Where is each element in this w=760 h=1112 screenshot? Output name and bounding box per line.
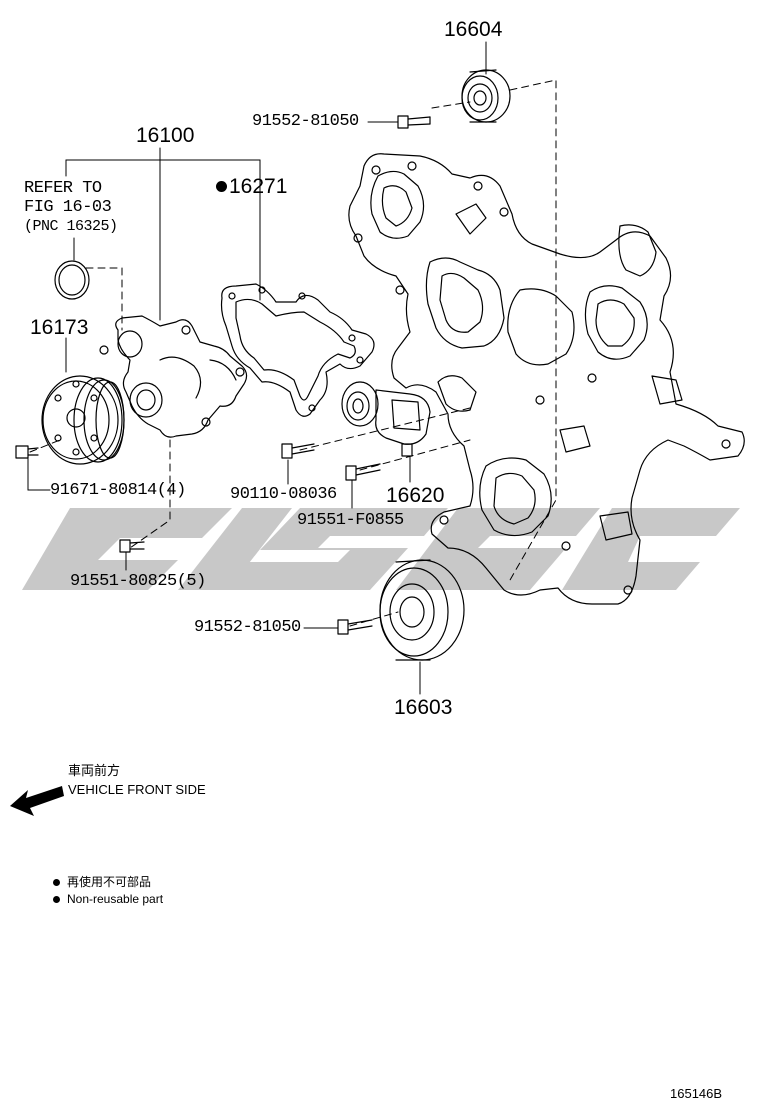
bolt-tensioner-short xyxy=(345,463,381,481)
part-label-16603: 16603 xyxy=(394,696,453,719)
arrow-left-icon xyxy=(10,786,64,816)
water-pump-gasket xyxy=(220,283,375,417)
water-pump xyxy=(99,315,248,438)
bolt-lower xyxy=(337,619,373,635)
timing-chain-cover xyxy=(348,153,745,605)
part-label-91551-80825: 91551-80825(5) xyxy=(70,572,206,591)
refer-text-line2: FIG 16-03 xyxy=(24,198,112,217)
leader-lines xyxy=(27,41,487,695)
part-label-16604: 16604 xyxy=(444,18,503,41)
front-side-label-en: VEHICLE FRONT SIDE xyxy=(68,782,206,797)
part-label-90110: 90110-08036 xyxy=(230,485,337,504)
bolt-pump xyxy=(119,539,145,553)
refer-text-line3: (PNC 16325) xyxy=(24,218,118,235)
filled-dot-icon xyxy=(53,896,60,904)
part-label-16271: 16271 xyxy=(216,176,287,197)
part-label-16100: 16100 xyxy=(136,124,195,147)
legend-jp: 再使用不可部品 xyxy=(53,876,151,888)
dashed-alignment-lines xyxy=(29,79,557,627)
belt-tensioner xyxy=(341,381,431,457)
o-ring xyxy=(54,260,90,300)
legend-en-text: Non-reusable part xyxy=(67,892,164,906)
refer-text-line1: REFER TO xyxy=(24,179,102,198)
filled-dot-icon xyxy=(216,181,227,192)
part-label-91552-top: 91552-81050 xyxy=(252,112,359,131)
part-label-16271-text: 16271 xyxy=(229,175,288,198)
filled-dot-icon xyxy=(53,879,60,887)
idler-pulley-upper xyxy=(461,69,511,123)
figure-number: 165146B xyxy=(670,1086,723,1101)
legend-en: Non-reusable part xyxy=(53,893,163,905)
part-label-91552-bottom: 91552-81050 xyxy=(194,618,301,637)
bolt-pulley xyxy=(15,445,39,459)
front-side-label-jp: 車両前方 xyxy=(68,763,121,778)
part-label-91551-f0855: 91551-F0855 xyxy=(297,511,404,530)
water-pump-pulley xyxy=(41,375,125,465)
part-label-16620: 16620 xyxy=(386,484,445,507)
part-label-91671: 91671-80814(4) xyxy=(50,481,186,500)
bolt-tensioner-long xyxy=(281,443,315,459)
legend-jp-text: 再使用不可部品 xyxy=(67,875,152,889)
part-label-16173: 16173 xyxy=(30,316,89,339)
bolt-upper xyxy=(397,115,431,129)
idler-pulley-lower xyxy=(379,559,465,661)
